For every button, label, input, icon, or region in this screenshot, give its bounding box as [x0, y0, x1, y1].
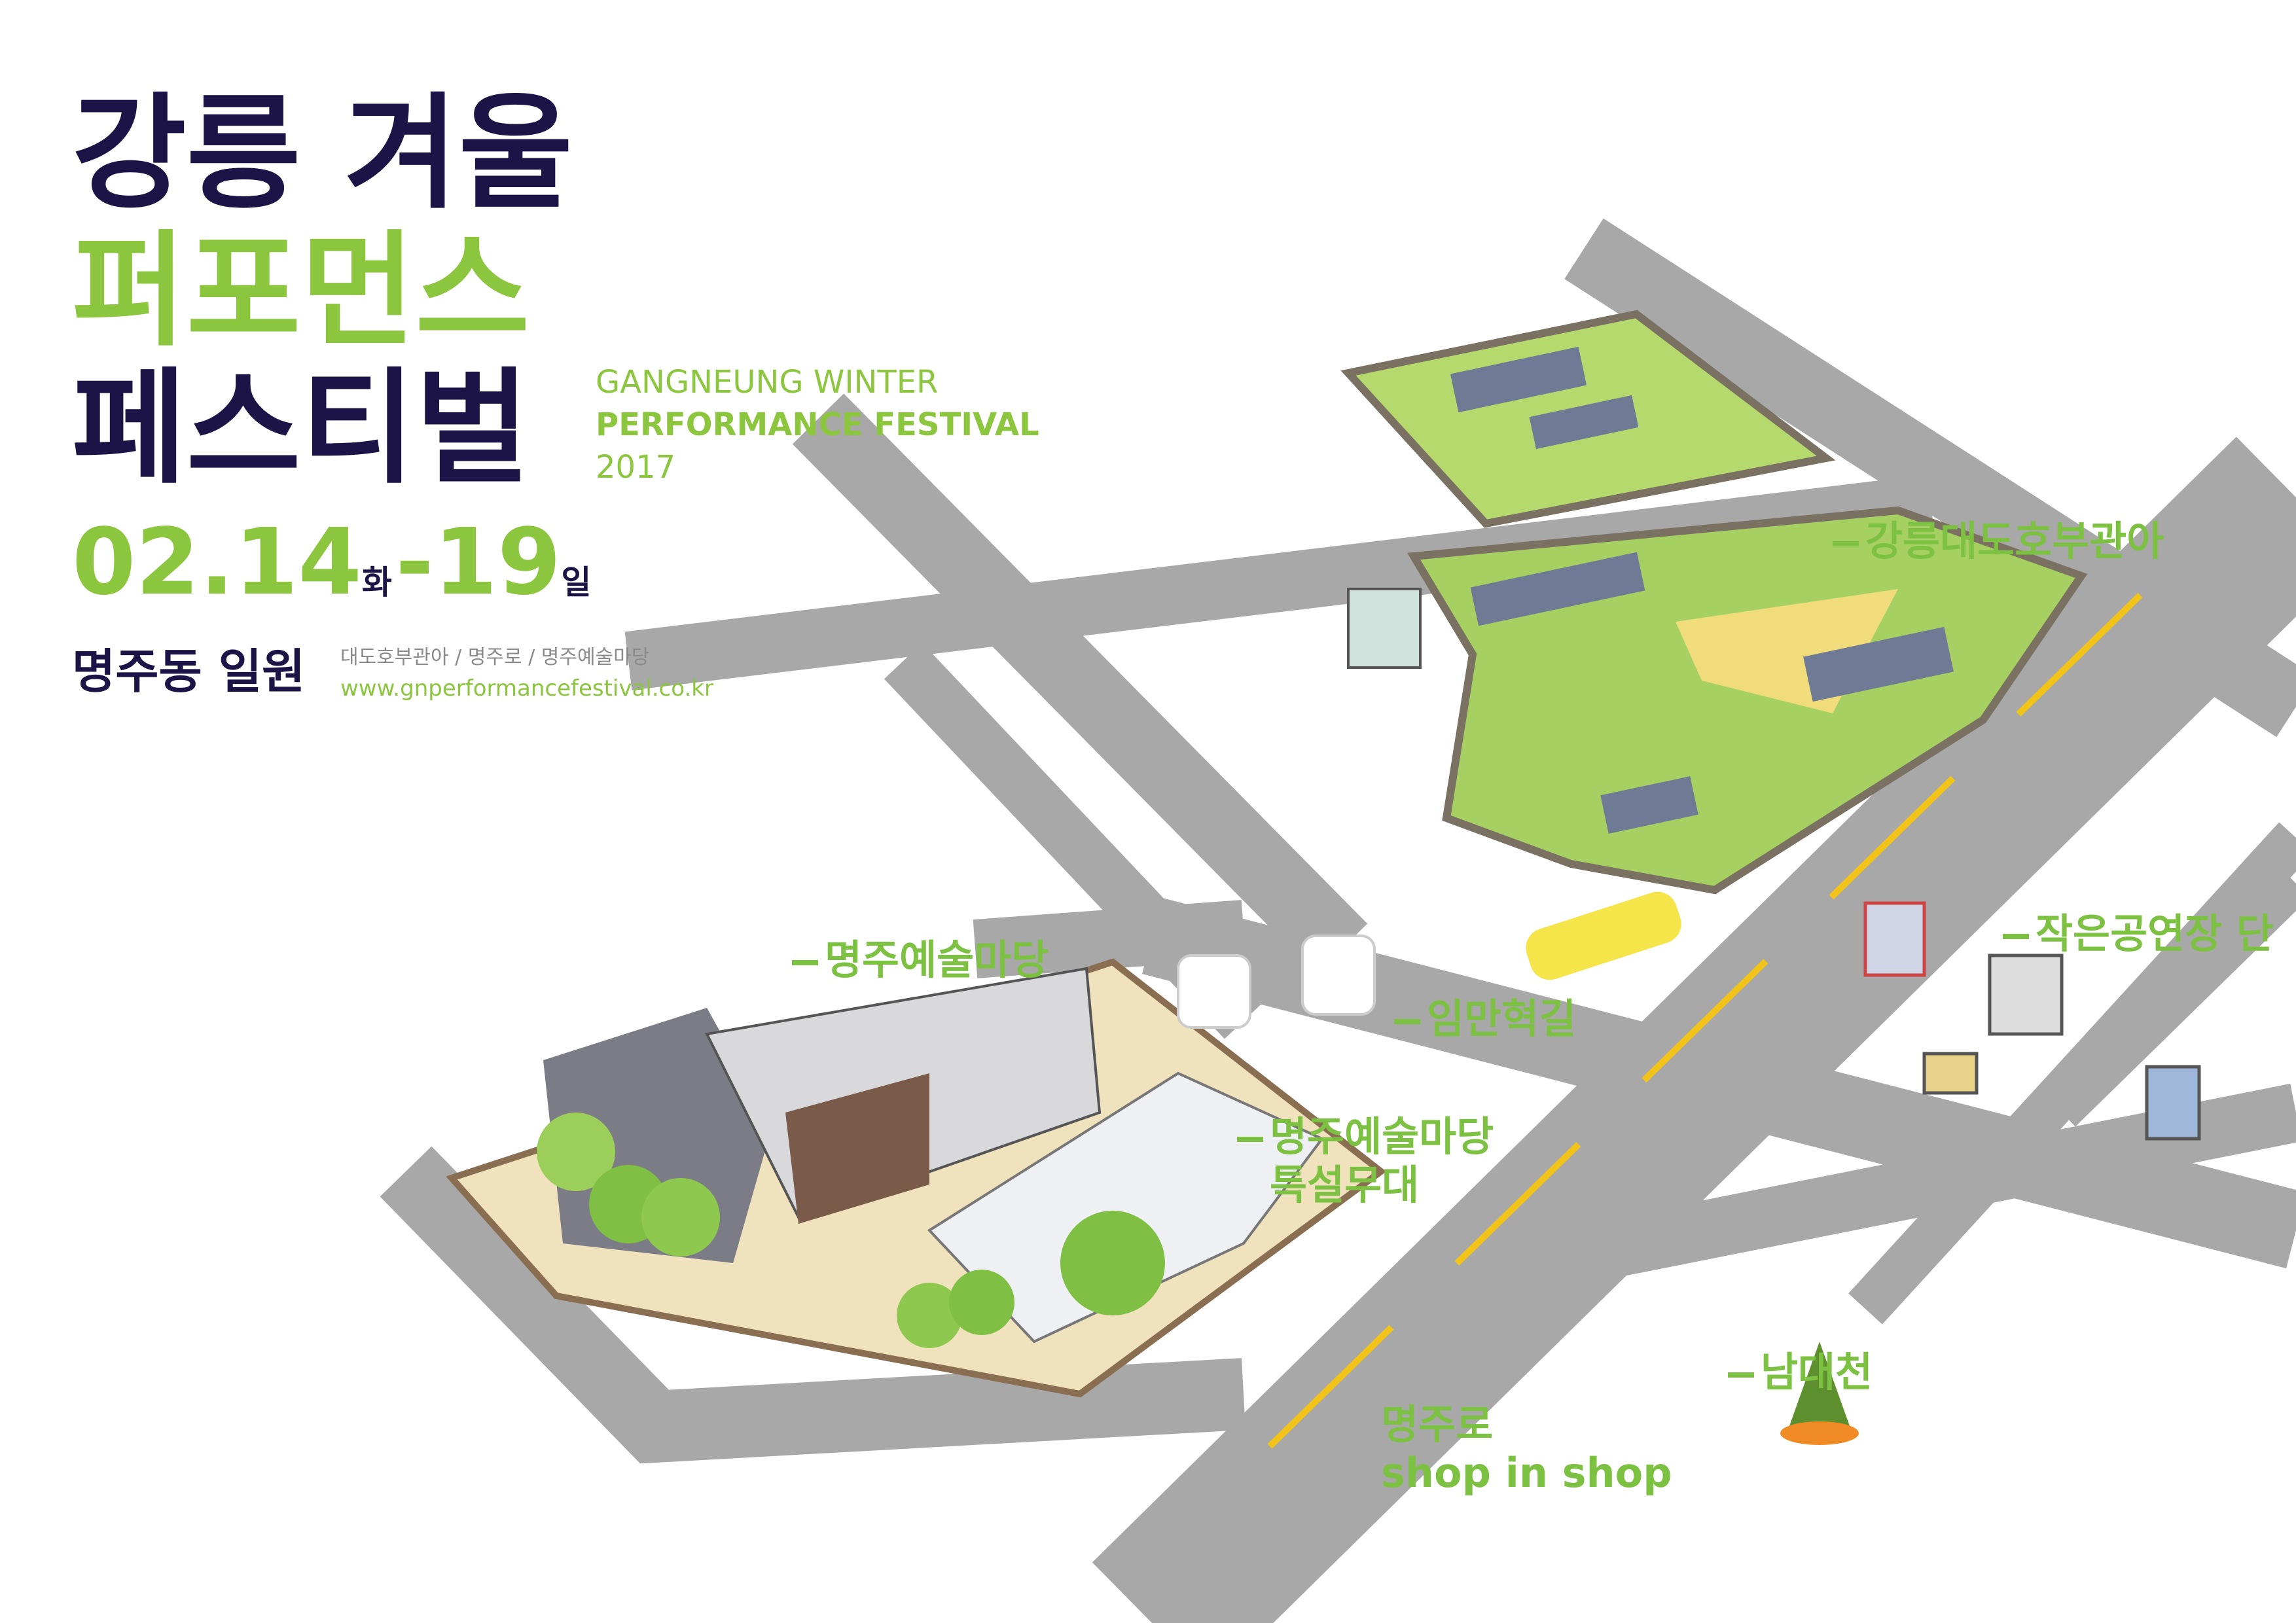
label-small-stage: 작은공연장 단: [2003, 910, 2274, 958]
label-dash: [1833, 541, 1859, 546]
bonfire-tree: [1780, 1342, 1859, 1445]
label-dash: [1394, 1018, 1420, 1024]
label-lim-street: 임만혁길: [1394, 995, 1576, 1043]
date-start: 02.14: [72, 509, 362, 616]
label-text: 남대천: [1761, 1348, 1873, 1396]
label-dash: [792, 959, 818, 965]
label-text: 강릉대도호부관아: [1865, 517, 2164, 565]
festival-dates: 02.14화 -19일: [72, 517, 591, 609]
title-line-1: 강릉 겨울: [72, 81, 573, 226]
road-diagonal-left: [792, 393, 1368, 974]
label-namdaecheon: 남대천: [1728, 1348, 1873, 1397]
day-end: 일: [561, 563, 592, 601]
label-dash: [2003, 933, 2029, 939]
website-link[interactable]: www.gnperformancefestival.co.kr: [340, 675, 713, 702]
venue-list: 대도호부관아 / 명주로 / 명주예술마당: [340, 646, 650, 669]
road-corner: [973, 900, 1246, 978]
label-text: 명주예술마당: [1270, 1113, 1494, 1160]
date-end: -19: [395, 509, 562, 616]
road-north-east: [1564, 218, 2296, 738]
label-gwana: 강릉대도호부관아: [1833, 517, 2164, 565]
english-title-line-1: GANGNEUNG WINTER: [596, 364, 939, 401]
palace-compound: [1340, 310, 2088, 895]
label-text: 작은공연장 단: [2036, 910, 2274, 957]
road-far-right: [2048, 869, 2296, 1127]
festival-year: 2017: [596, 449, 676, 486]
english-title-line-2: PERFORMANCE FESTIVAL: [596, 406, 1039, 443]
performer-stickers: [1177, 891, 1681, 1029]
festival-location: 명주동 일원: [72, 644, 306, 699]
label-text: 명주로: [1381, 1400, 1494, 1448]
myeongju-art-madang-complex: [446, 958, 1387, 1398]
small-buildings: [1863, 901, 2201, 1141]
day-start: 화: [361, 563, 392, 601]
label-text: 특설무대: [1270, 1161, 1420, 1209]
label-dash: [1237, 1136, 1263, 1142]
label-text: shop in shop: [1381, 1449, 1672, 1497]
label-text: 임만혁길: [1427, 995, 1577, 1043]
road-south-west: [380, 1146, 1246, 1464]
label-text: 명주예술마당: [825, 936, 1049, 984]
label-dash: [1728, 1372, 1754, 1378]
label-art-madang: 명주예술마당: [792, 936, 1049, 984]
center-line: [1267, 573, 2162, 1449]
title-line-2: 퍼포먼스: [72, 219, 530, 363]
title-line-3: 페스티벌: [72, 356, 530, 501]
